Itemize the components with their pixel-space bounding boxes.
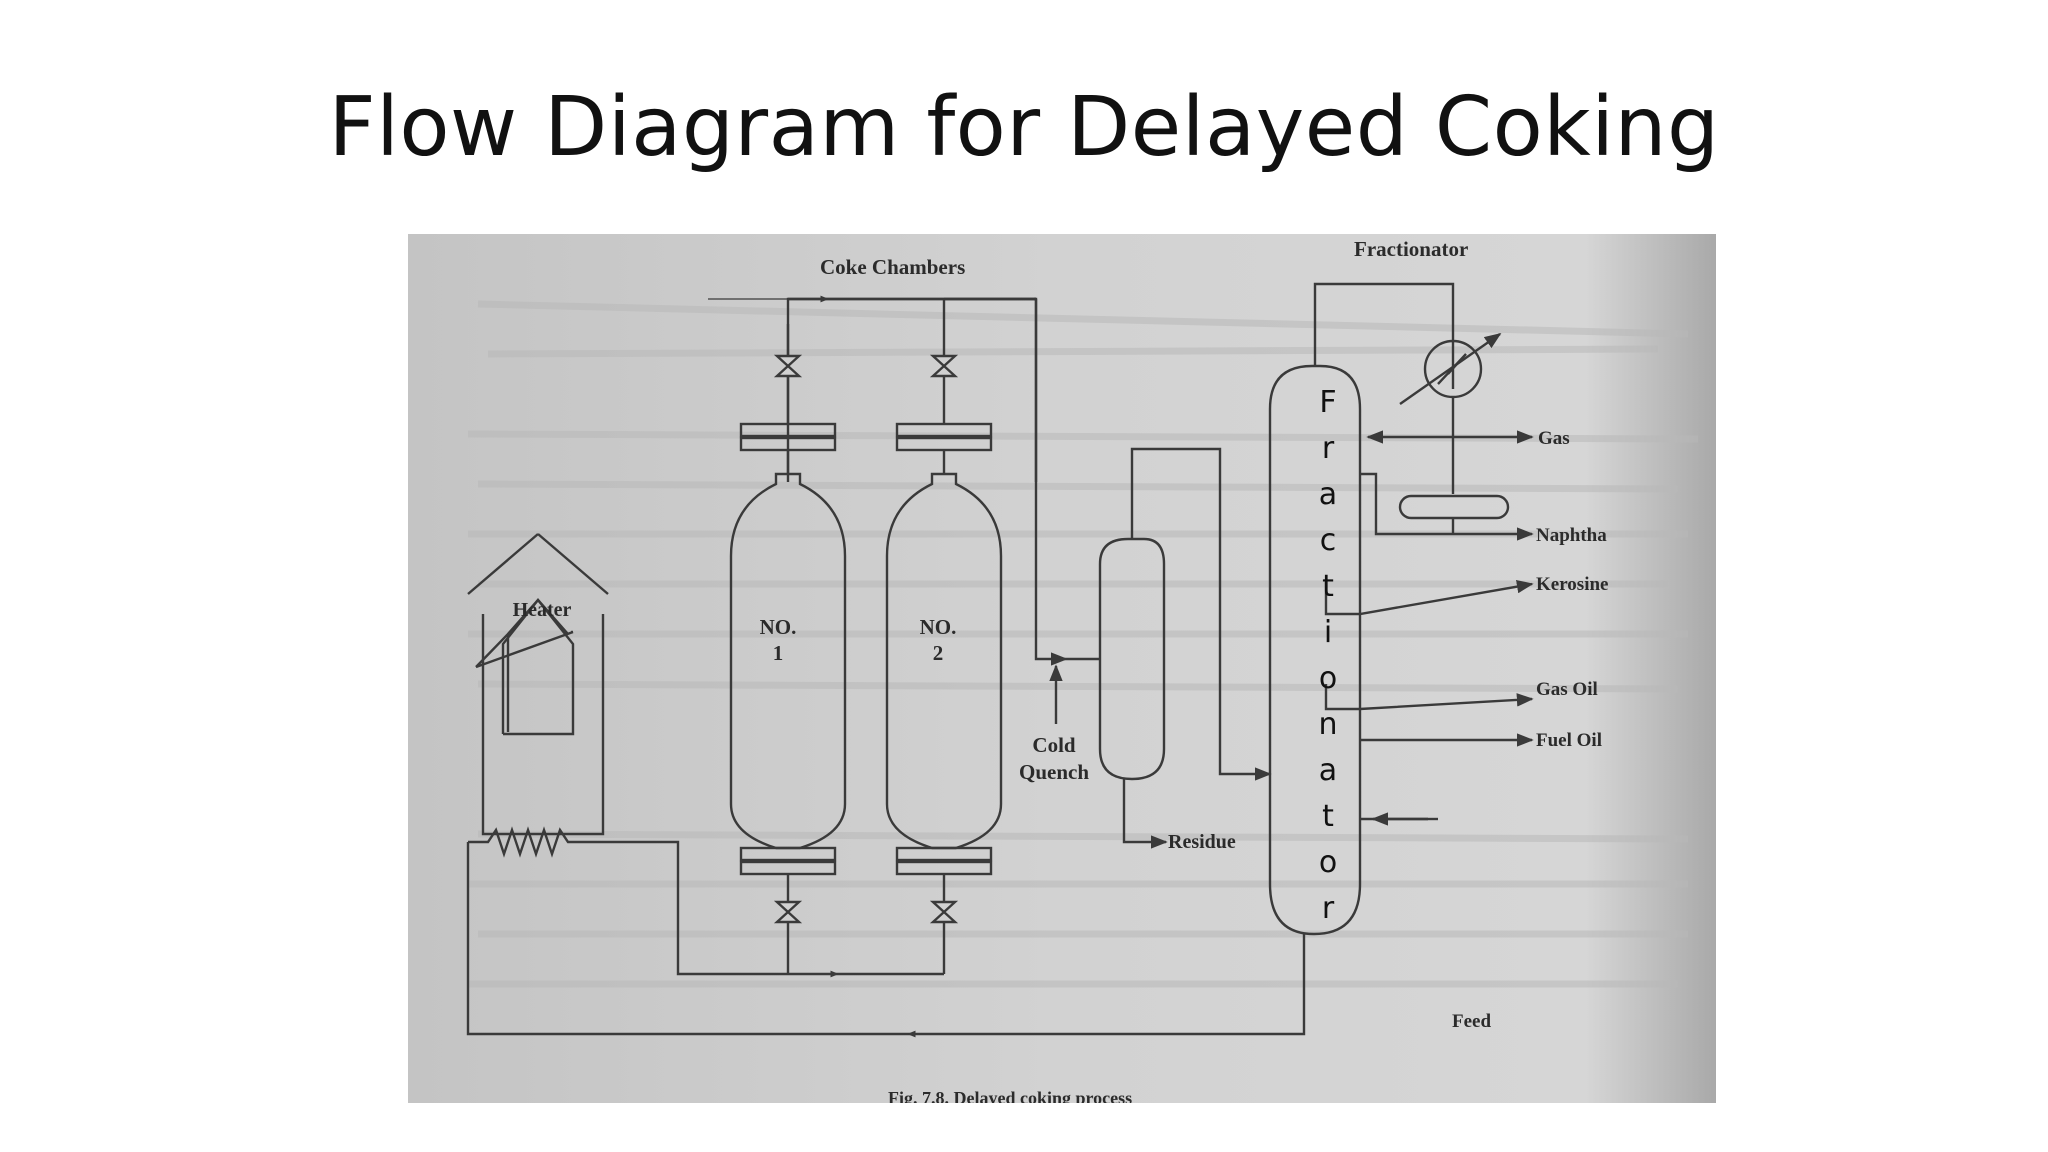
kerosine-outlet-line bbox=[1324, 579, 1534, 616]
chamber-1-number-label: 1 bbox=[773, 641, 784, 665]
chamber-2-no-label: NO. bbox=[920, 615, 957, 639]
chamber-2-number-label: 2 bbox=[933, 641, 944, 665]
cold-quench-label-line1: Cold bbox=[1032, 733, 1076, 757]
overlay-letter: o bbox=[1319, 661, 1337, 696]
fractionator-label: Fractionator bbox=[1354, 237, 1468, 261]
gasoil-outlet-line bbox=[1324, 684, 1534, 711]
cold-quench-label-line2: Quench bbox=[1019, 760, 1089, 784]
overlay-letter: n bbox=[1318, 707, 1337, 742]
separator-drum bbox=[1066, 447, 1272, 849]
kerosine-label: Kerosine bbox=[1536, 574, 1608, 595]
valve-bottom-1 bbox=[773, 874, 803, 974]
valve-bottom-2 bbox=[929, 874, 959, 974]
fractionator-column bbox=[1268, 282, 1534, 936]
coke-chambers-label: Coke Chambers bbox=[820, 255, 965, 279]
naphtha-outlet-line bbox=[1360, 472, 1534, 541]
naphtha-label: Naphtha bbox=[1536, 525, 1607, 546]
slide-title: Flow Diagram for Delayed Coking bbox=[328, 80, 1720, 175]
flow-diagram-photo: Coke Chambers Fractionator Heater NO. 1 … bbox=[408, 234, 1716, 1103]
overlay-letter: r bbox=[1322, 891, 1335, 926]
heater-furnace bbox=[467, 533, 613, 858]
feed-label: Feed bbox=[1452, 1011, 1491, 1032]
residue-label: Residue bbox=[1168, 831, 1236, 853]
feed-return-line bbox=[466, 842, 1306, 1036]
heater-coil-icon bbox=[468, 826, 613, 858]
valve-top-1 bbox=[773, 324, 803, 424]
residue-line bbox=[1122, 779, 1168, 849]
fuel-oil-label: Fuel Oil bbox=[1536, 730, 1602, 751]
overlay-letter: t bbox=[1322, 799, 1334, 834]
coke-chamber-2 bbox=[885, 422, 1003, 876]
fractionator-overlay-letters: Fractionator bbox=[1318, 385, 1337, 926]
coke-chamber-1 bbox=[729, 422, 847, 876]
heater-label: Heater bbox=[513, 599, 572, 621]
valve-top-2 bbox=[929, 299, 959, 424]
overlay-letter: i bbox=[1324, 615, 1332, 650]
overlay-letter: c bbox=[1320, 523, 1337, 558]
gas-label: Gas bbox=[1538, 428, 1570, 449]
overlay-letter: F bbox=[1319, 385, 1336, 420]
figure-caption: Fig. 7.8. Delayed coking process bbox=[888, 1088, 1132, 1103]
gas-oil-label: Gas Oil bbox=[1536, 679, 1598, 700]
right-manifold-drop bbox=[1034, 299, 1068, 666]
fractionator-overhead bbox=[1313, 282, 1455, 389]
paper-background bbox=[408, 234, 1716, 1103]
overlay-letter: t bbox=[1322, 569, 1334, 604]
bleed-through-texture bbox=[467, 300, 1699, 988]
overlay-letter: a bbox=[1319, 753, 1337, 788]
overlay-letter: a bbox=[1319, 477, 1337, 512]
overlay-letter: r bbox=[1322, 431, 1335, 466]
chamber-1-no-label: NO. bbox=[760, 615, 797, 639]
overlay-letter: o bbox=[1319, 845, 1337, 880]
